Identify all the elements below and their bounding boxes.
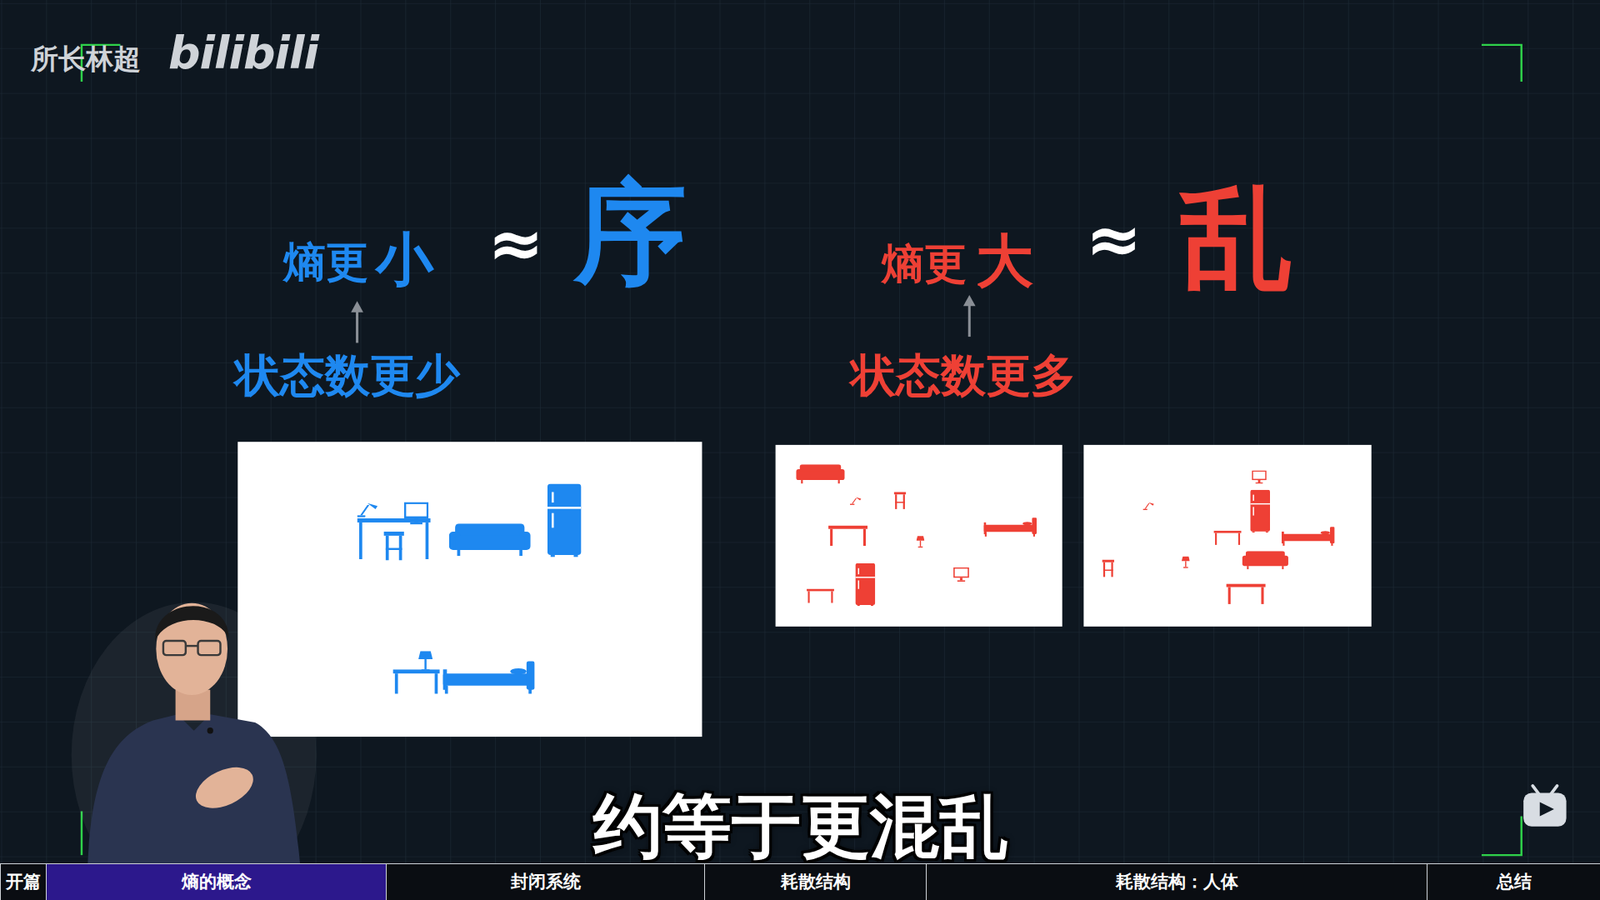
desk-lamp-icon (1142, 502, 1154, 510)
monitor-icon (953, 567, 970, 582)
side-table-icon (806, 589, 835, 604)
chapter-title: 总结 (1496, 873, 1532, 891)
approx-symbol: ≈ (487, 210, 545, 278)
presenter-body (87, 714, 300, 864)
key-char: 小 (375, 230, 434, 289)
presenter (71, 601, 317, 900)
logo-text: bilibili (168, 30, 319, 76)
approx-symbol: ≈ (1085, 205, 1143, 274)
desk-icon (828, 525, 868, 546)
lamp-icon (1181, 556, 1190, 569)
state-label: 状态数更多 (850, 353, 1076, 399)
lamp-icon (418, 650, 433, 671)
arrow-line (355, 310, 359, 343)
bed-icon (442, 660, 535, 694)
subtitle-text: 约等于更混乱 (593, 791, 1009, 861)
watermark-text: 所长林超 (30, 45, 141, 73)
corner-bracket (1481, 45, 1522, 82)
heading-text: 熵更 (881, 242, 967, 285)
chapter-title: 耗散结构 (780, 873, 851, 891)
chapter-title: 封闭系统 (510, 873, 581, 891)
key-char: 乱 (1180, 181, 1293, 295)
arrow-head (350, 300, 364, 312)
presenter-glasses (163, 640, 221, 655)
arrow-head (963, 295, 976, 306)
key-char: 大 (975, 232, 1034, 290)
monitor-icon (1251, 470, 1266, 484)
up-arrows (350, 295, 975, 344)
chapter-segment: 开篇 (0, 863, 46, 900)
side-table-icon (392, 669, 440, 694)
key-char: 序 (574, 177, 687, 290)
ordered-furniture (357, 483, 582, 694)
fridge-icon (547, 483, 581, 557)
chapter-title: 熵的概念 (181, 873, 252, 891)
ordered-room-panel (237, 441, 702, 737)
heading-text: 熵更 (283, 240, 369, 284)
stool-icon (383, 531, 404, 560)
bed-icon (983, 517, 1037, 537)
stool-icon (1101, 560, 1115, 578)
arrow-line (968, 304, 971, 337)
presenter-hand (189, 759, 260, 817)
lamp-icon (916, 535, 925, 548)
chapter-segment: 熵的概念 (45, 863, 386, 900)
state-label: 状态数更少 (235, 353, 460, 399)
fridge-icon (1250, 490, 1270, 533)
desk-lamp-icon (850, 497, 861, 505)
chapter-segment: 耗散结构 (704, 863, 926, 900)
messy-furniture (795, 464, 1335, 606)
sofa-icon (795, 464, 845, 484)
sofa-icon (449, 523, 531, 556)
stool-icon (894, 491, 907, 510)
desk-lamp-icon (357, 503, 378, 518)
side-table-icon (1214, 530, 1242, 545)
presenter-mic (207, 727, 214, 734)
chapter-title: 耗散结构：人体 (1115, 873, 1239, 891)
chapter-segment: 封闭系统 (385, 863, 705, 900)
sofa-icon (1242, 550, 1289, 570)
fridge-icon (855, 563, 876, 606)
messy-room-panel (1083, 445, 1371, 627)
presenter-hair (155, 605, 229, 641)
chapter-segment: 耗散结构：人体 (925, 863, 1427, 900)
bilibili-tv-icon (1523, 785, 1566, 827)
presenter-glow (71, 601, 317, 900)
bed-icon (1281, 526, 1335, 546)
chapter-segment: 总结 (1426, 863, 1600, 900)
desk-icon (357, 518, 431, 560)
chapter-title: 开篇 (5, 873, 41, 891)
desk-icon (1226, 583, 1266, 604)
messy-room-panel (775, 445, 1063, 627)
corner-bracket (1481, 816, 1522, 856)
grid (0, 0, 1600, 864)
